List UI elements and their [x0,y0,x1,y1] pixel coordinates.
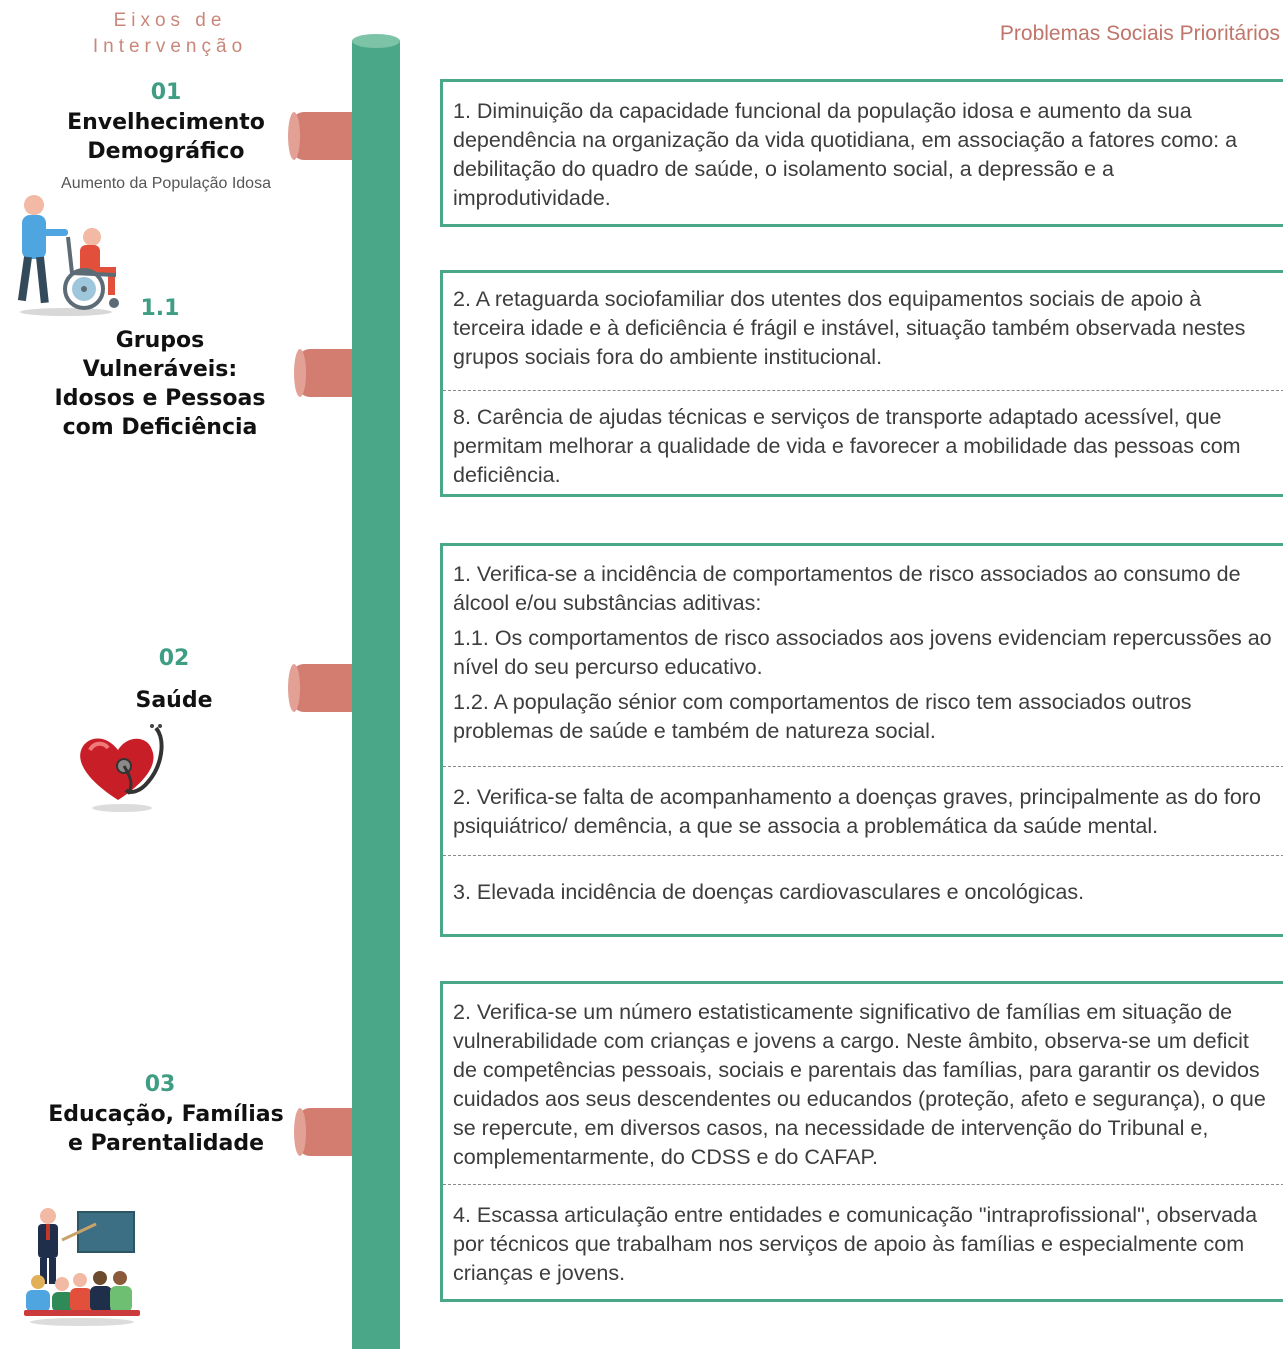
problem-item: 2. Verifica-se um número estatisticament… [453,1000,1266,1169]
problem-item: 2. A retaguarda sociofamiliar dos utente… [453,287,1246,369]
axis-03-number: 03 [144,1072,176,1097]
problem-box-01: 1. Diminuição da capacidade funcional da… [440,79,1283,227]
elderly-wheelchair-icon [8,193,128,318]
dashed-separator [443,855,1283,856]
problem-item: 1.1. Os comportamentos de risco associad… [453,626,1272,679]
axis-03-title: Educação, Famílias e Parentalidade [48,1102,284,1156]
problem-item: 4. Escassa articulação entre entidades e… [453,1203,1258,1285]
axis-02-number: 02 [158,646,190,671]
axis-01-subtitle: Aumento da População Idosa [61,175,271,192]
problem-box-02: 1. Verifica-se a incidência de comportam… [440,543,1283,937]
branch-axis-01 [288,112,352,160]
axes-header: Eixos de Intervenção [92,10,248,57]
dashed-separator [443,766,1283,767]
dashed-separator [443,1184,1283,1185]
axis-1-1-title: Grupos Vulneráveis: Idosos e Pessoas com… [54,328,266,440]
problem-item: 3. Elevada incidência de doenças cardiov… [453,880,1085,904]
problem-item: 1. Diminuição da capacidade funcional da… [453,99,1238,210]
axis-01-title: Envelhecimento Demográfico [67,110,265,164]
timeline-trunk-cap [352,34,400,48]
problem-box-03: 2. Verifica-se um número estatisticament… [440,981,1283,1302]
problem-item: 1.2. A população sénior com comportament… [453,690,1192,743]
problems-header: Problemas Sociais Prioritários [999,22,1280,45]
branch-axis-03 [294,1108,352,1156]
timeline-trunk [352,40,400,1349]
heart-stethoscope-icon [74,722,174,814]
problem-item: 8. Carência de ajudas técnicas e serviço… [453,405,1241,487]
axis-01-number: 01 [150,80,182,105]
problem-item: 2. Verifica-se falta de acompanhamento a… [453,785,1261,838]
teacher-classroom-icon [22,1206,142,1328]
problem-item: 1. Verifica-se a incidência de comportam… [453,562,1241,615]
branch-axis-1-1 [294,349,352,397]
branch-axis-02 [288,664,352,712]
dashed-separator [443,390,1283,391]
axis-1-1-number: 1.1 [140,296,180,321]
axis-02-title: Saúde [135,688,213,713]
problem-box-1-1: 2. A retaguarda sociofamiliar dos utente… [440,270,1283,497]
